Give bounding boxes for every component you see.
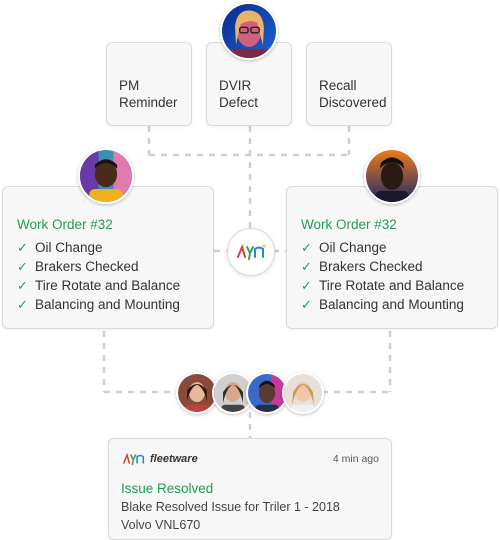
avatar-group-member-1 <box>176 372 218 414</box>
avatar-group-member-4 <box>282 372 324 414</box>
brand-name: fleetware <box>150 453 198 465</box>
checkmark-icon: ✓ <box>17 278 28 293</box>
task-item: ✓Tire Rotate and Balance <box>17 278 181 293</box>
trigger-label: DVIR Defect <box>219 78 259 110</box>
avatar-top <box>220 2 278 60</box>
avatar-left-assignee <box>78 148 134 204</box>
fleetware-logo-icon <box>123 452 145 466</box>
notification-message-line-1: Blake Resolved Issue for Triler 1 - 2018 <box>121 500 340 514</box>
work-order-task-list: ✓Oil Change ✓Brakers Checked ✓Tire Rotat… <box>17 238 213 314</box>
avatar-right-assignee <box>364 148 420 204</box>
checkmark-icon: ✓ <box>301 297 312 312</box>
task-item: ✓Balancing and Mounting <box>17 297 180 312</box>
checkmark-icon: ✓ <box>301 240 312 255</box>
notification-message-line-2: Volvo VNL670 <box>121 518 201 532</box>
task-item: ✓Oil Change <box>17 240 103 255</box>
notification-header: fleetware 4 min ago <box>121 449 379 469</box>
fleetware-logo-icon <box>227 228 275 276</box>
brand: fleetware <box>121 452 198 466</box>
trigger-label: Recall Discovered <box>319 78 387 110</box>
task-item: ✓Balancing and Mounting <box>301 297 464 312</box>
work-order-title: Work Order #32 <box>301 217 397 232</box>
work-order-card-left[interactable]: Work Order #32 ✓Oil Change ✓Brakers Chec… <box>2 186 214 329</box>
notification-title: Issue Resolved <box>121 481 214 496</box>
task-item: ✓Brakers Checked <box>17 259 139 274</box>
trigger-card-recall-discovered[interactable]: Recall Discovered <box>306 42 392 126</box>
notification-timestamp: 4 min ago <box>332 453 379 465</box>
checkmark-icon: ✓ <box>17 240 28 255</box>
work-order-card-right[interactable]: Work Order #32 ✓Oil Change ✓Brakers Chec… <box>286 186 498 329</box>
trigger-label: PM Reminder <box>119 78 178 110</box>
issue-resolved-notification[interactable]: fleetware 4 min ago Issue Resolved Blake… <box>108 438 392 540</box>
task-item: ✓Brakers Checked <box>301 259 423 274</box>
checkmark-icon: ✓ <box>17 259 28 274</box>
task-item: ✓Oil Change <box>301 240 387 255</box>
task-item: ✓Tire Rotate and Balance <box>301 278 465 293</box>
work-order-task-list: ✓Oil Change ✓Brakers Checked ✓Tire Rotat… <box>301 238 497 314</box>
trigger-card-pm-reminder[interactable]: PM Reminder <box>106 42 192 126</box>
avatar-group-member-2 <box>212 372 254 414</box>
checkmark-icon: ✓ <box>301 259 312 274</box>
work-order-title: Work Order #32 <box>17 217 113 232</box>
checkmark-icon: ✓ <box>17 297 28 312</box>
checkmark-icon: ✓ <box>301 278 312 293</box>
